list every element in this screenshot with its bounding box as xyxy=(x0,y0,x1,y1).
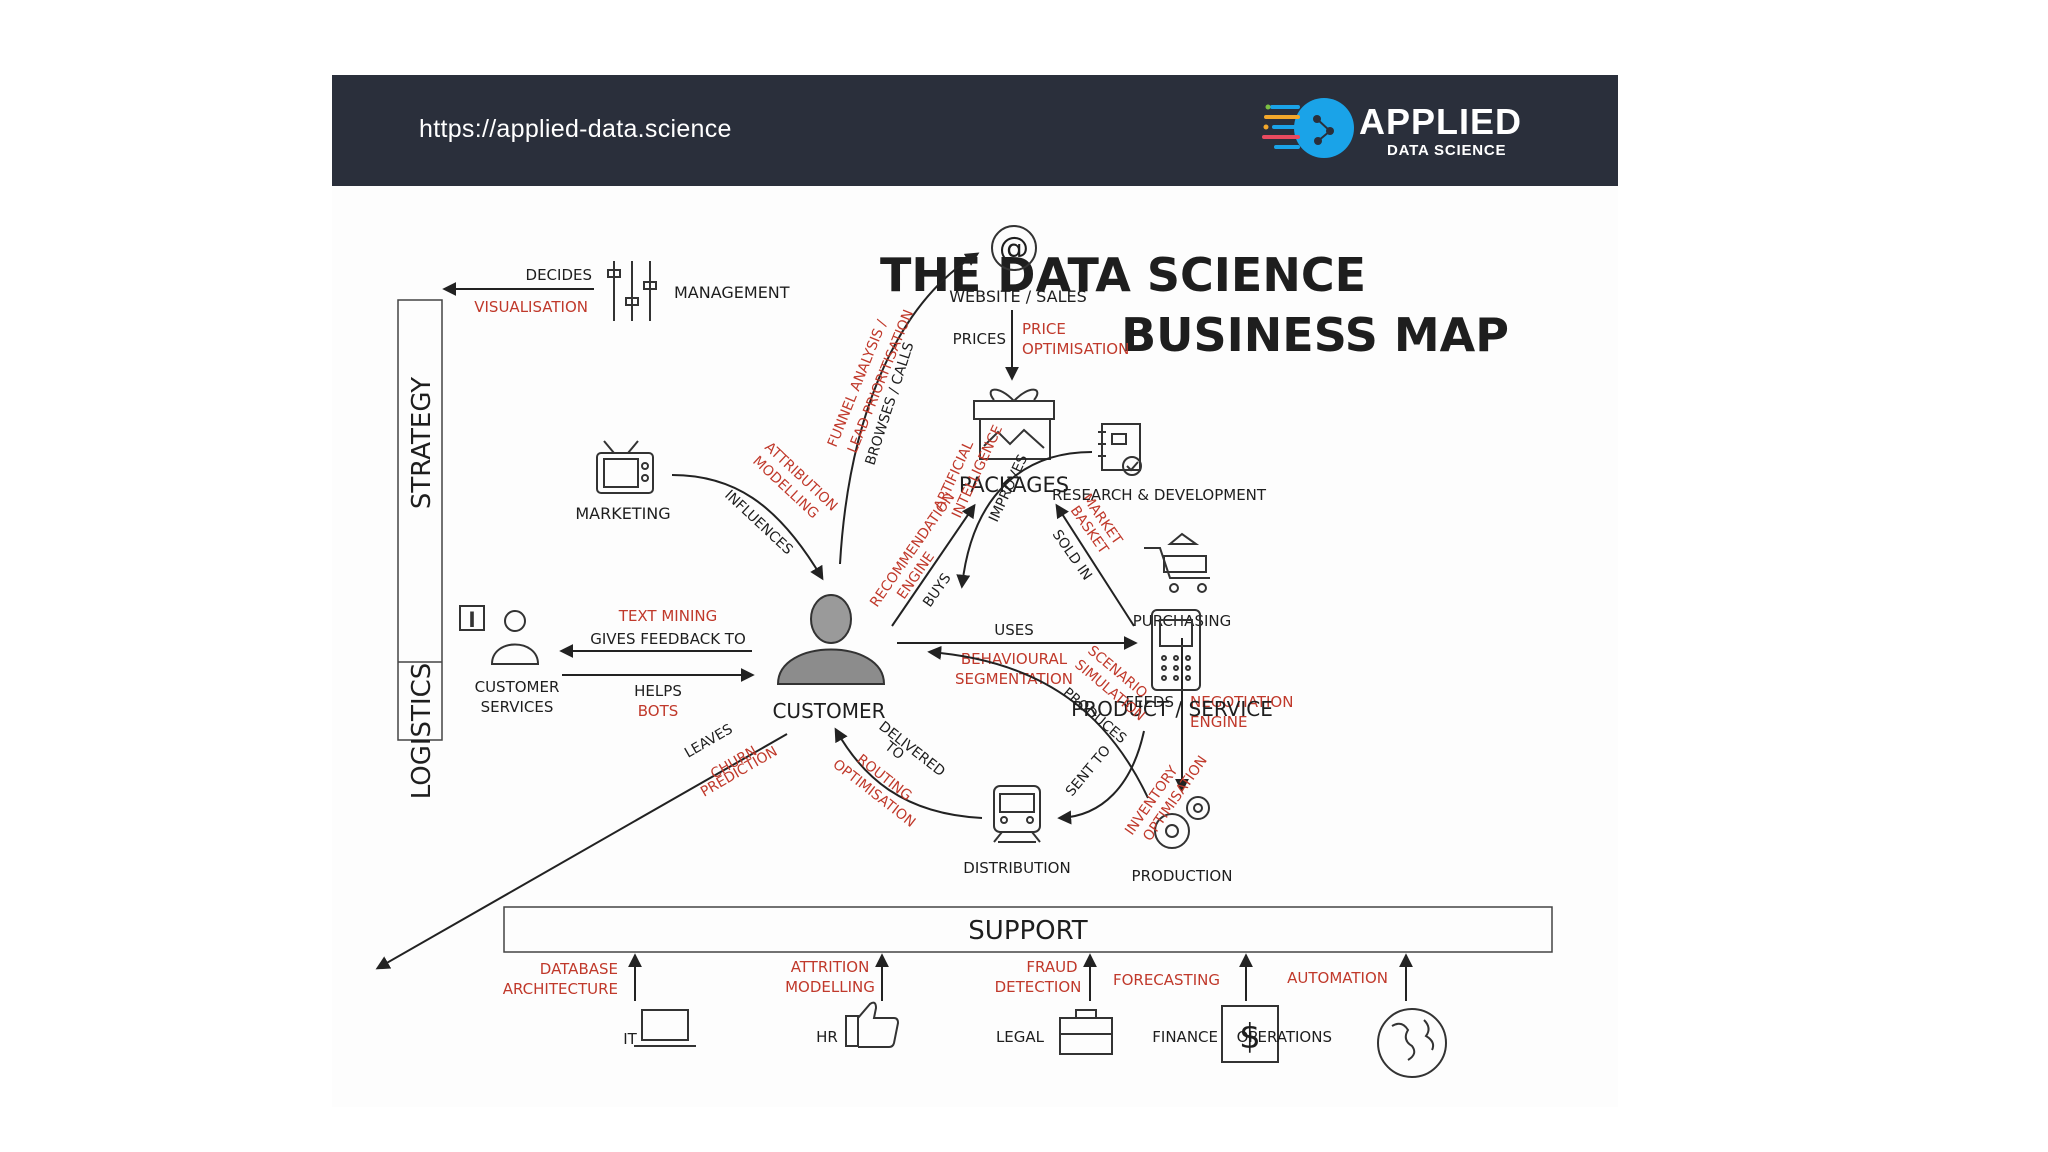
arrow-distribution-to-customer xyxy=(834,727,983,819)
arrow-production-product-service-visible xyxy=(927,645,1149,799)
marketing-label: MARKETING xyxy=(575,504,670,523)
hr-service-1: ATTRITION xyxy=(791,958,870,976)
edge-price-opt-1: PRICE xyxy=(1022,320,1066,338)
dollar-document-icon: $ xyxy=(1221,1005,1279,1063)
logistics-label: LOGISTICS xyxy=(407,663,437,800)
legal-service-2: DETECTION xyxy=(995,978,1082,996)
website-label: WEBSITE / SALES xyxy=(949,287,1087,306)
edge-prices: PRICES xyxy=(953,330,1006,348)
customer-services-node: i CUSTOMER SERVICES xyxy=(459,605,560,716)
edge-influences: INFLUENCES xyxy=(721,487,795,558)
edge-visualisation: VISUALISATION xyxy=(474,298,588,316)
train-icon xyxy=(993,785,1041,843)
tv-icon xyxy=(596,440,654,494)
support-finance: FORECASTING FINANCE $ xyxy=(1113,953,1279,1063)
diagram-title-line2: BUSINESS MAP xyxy=(1121,308,1509,362)
svg-text:$: $ xyxy=(1239,1017,1261,1057)
edge-gives-feedback: GIVES FEEDBACK TO xyxy=(590,630,746,648)
notebook-icon xyxy=(1098,423,1142,476)
customer-services-label-2: SERVICES xyxy=(481,698,554,716)
production-label: PRODUCTION xyxy=(1132,867,1233,885)
diagram-title-line1: THE DATA SCIENCE xyxy=(880,248,1366,302)
support-label: SUPPORT xyxy=(968,916,1088,946)
arrow-product-to-distribution xyxy=(1057,730,1145,825)
it-service-1: DATABASE xyxy=(540,960,618,978)
support-operations: AUTOMATION OPERATIONS xyxy=(1237,953,1447,1078)
sliders-icon xyxy=(607,261,657,321)
hr-service-2: MODELLING xyxy=(785,978,875,996)
svg-text:i: i xyxy=(469,610,474,631)
distribution-label: DISTRIBUTION xyxy=(963,859,1070,877)
phone-icon xyxy=(1151,609,1201,691)
support-legal: FRAUD DETECTION LEGAL xyxy=(995,953,1113,1055)
customer-services-label-1: CUSTOMER xyxy=(475,678,560,696)
support-box xyxy=(503,906,1553,953)
strategy-label: STRATEGY xyxy=(407,377,437,509)
it-label: IT xyxy=(623,1030,637,1048)
edge-feeds: FEEDS xyxy=(1125,693,1174,711)
person-icon xyxy=(776,594,886,685)
strategy-box xyxy=(397,299,443,741)
distribution-node: DISTRIBUTION xyxy=(963,785,1071,877)
hr-label: HR xyxy=(816,1028,838,1046)
gift-box-icon xyxy=(973,388,1055,460)
management-node: MANAGEMENT xyxy=(607,261,790,321)
at-sign-icon: @ xyxy=(991,225,1037,271)
customer-label: CUSTOMER xyxy=(772,699,885,723)
product-label: PRODUCT / SERVICE xyxy=(1071,697,1273,721)
production-node: PRODUCTION xyxy=(1132,796,1233,885)
business-map-diagram: THE DATA SCIENCE BUSINESS MAP STRATEGY L… xyxy=(375,225,1553,1078)
management-label: MANAGEMENT xyxy=(674,283,790,302)
edge-bots: BOTS xyxy=(638,702,679,720)
marketing-node: MARKETING xyxy=(575,440,671,523)
edge-negotiation-1: NEGOTIATION xyxy=(1190,693,1293,711)
finance-service-1: FORECASTING xyxy=(1113,971,1220,989)
edge-decides: DECIDES xyxy=(526,266,592,284)
header-bar: https://applied-data.science APPLIED DAT… xyxy=(332,75,1618,186)
info-person-icon: i xyxy=(459,605,540,665)
edge-text-mining: TEXT MINING xyxy=(618,607,717,625)
gears-icon xyxy=(1154,796,1210,849)
laptop-icon xyxy=(634,1009,696,1047)
globe-icon xyxy=(1377,1008,1447,1078)
purchasing-node: PURCHASING xyxy=(1133,532,1231,630)
website-node: @ WEBSITE / SALES xyxy=(949,225,1087,306)
operations-label: OPERATIONS xyxy=(1237,1028,1332,1046)
edge-sent-to: SENT TO xyxy=(1063,743,1114,800)
arrow-customer-leaves xyxy=(375,733,788,970)
thumbs-up-icon xyxy=(845,1001,900,1048)
legal-service-1: FRAUD xyxy=(1026,958,1077,976)
edge-behavioural-1: BEHAVIOURAL xyxy=(961,650,1068,668)
legal-label: LEGAL xyxy=(996,1028,1045,1046)
finance-label: FINANCE xyxy=(1152,1028,1218,1046)
slide: https://applied-data.science APPLIED DAT… xyxy=(332,75,1618,1107)
packages-node: PACKAGES xyxy=(959,388,1069,497)
shopping-cart-icon xyxy=(1144,532,1210,593)
briefcase-icon xyxy=(1059,1009,1113,1055)
edge-behavioural-2: SEGMENTATION xyxy=(955,670,1073,688)
operations-service-1: AUTOMATION xyxy=(1287,969,1388,987)
edge-leaves: LEAVES xyxy=(682,721,736,761)
research-label: RESEARCH & DEVELOPMENT xyxy=(1052,486,1267,504)
edge-helps: HELPS xyxy=(634,682,682,700)
edge-price-opt-2: OPTIMISATION xyxy=(1022,340,1129,358)
customer-node: CUSTOMER xyxy=(772,594,886,723)
product-node: PRODUCT / SERVICE xyxy=(1071,609,1273,721)
edge-uses: USES xyxy=(994,621,1034,639)
it-service-2: ARCHITECTURE xyxy=(503,980,618,998)
site-url[interactable]: https://applied-data.science xyxy=(419,115,732,143)
logo-subtitle: DATA SCIENCE xyxy=(1387,142,1507,159)
logo-icon xyxy=(1262,98,1354,158)
support-it: DATABASE ARCHITECTURE IT xyxy=(503,953,696,1048)
edge-negotiation-2: ENGINE xyxy=(1190,713,1247,731)
research-node: RESEARCH & DEVELOPMENT xyxy=(1052,423,1267,504)
svg-text:@: @ xyxy=(999,231,1029,266)
logo-name: APPLIED xyxy=(1359,101,1523,142)
support-hr: ATTRITION MODELLING HR xyxy=(785,953,900,1048)
